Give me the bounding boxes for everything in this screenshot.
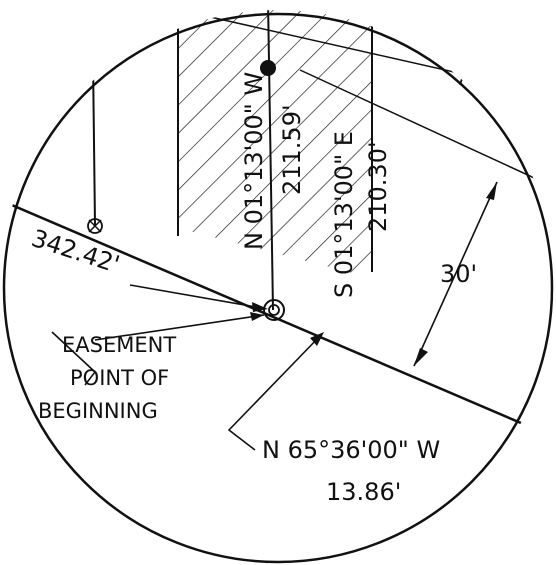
tie-bearing-label: N 65°36'00" W — [262, 436, 440, 464]
pob-leader — [94, 314, 265, 341]
arrow-head — [486, 182, 497, 200]
offset-leader — [129, 284, 263, 309]
pob-label-line1: EASEMENT — [62, 333, 176, 357]
tie-leader — [227, 335, 321, 451]
dist-west-label: 211.59' — [278, 104, 306, 195]
pob-leader-bracket — [51, 331, 97, 386]
easement-width-label: 30' — [440, 260, 477, 288]
dist-east-label: 210.30' — [364, 141, 392, 232]
top-curve — [354, 10, 556, 27]
left-vertical-line — [92, 59, 96, 226]
pob-label-line3: BEGINNING — [38, 399, 158, 423]
bearing-west-label: N 01°13'00" W — [240, 72, 268, 250]
arrow-head — [310, 332, 324, 346]
hatched-easement-strip — [178, 10, 372, 278]
arrow-head — [252, 302, 268, 312]
arrow-head — [250, 312, 264, 321]
pob-marker — [263, 299, 285, 321]
bearing-east-label: S 01°13'00" E — [330, 131, 358, 298]
tie-dist-label: 13.86' — [326, 478, 401, 506]
survey-line — [267, 10, 274, 311]
pob-label-line2: POINT OF — [70, 366, 169, 390]
right-curve — [459, 40, 556, 86]
detail-circle — [2, 12, 554, 564]
crossed-circle-marker — [87, 218, 103, 234]
offset-line — [299, 69, 556, 189]
arrow-head — [414, 348, 428, 366]
monument-dot — [260, 60, 276, 76]
width-dimension-line — [413, 181, 498, 367]
